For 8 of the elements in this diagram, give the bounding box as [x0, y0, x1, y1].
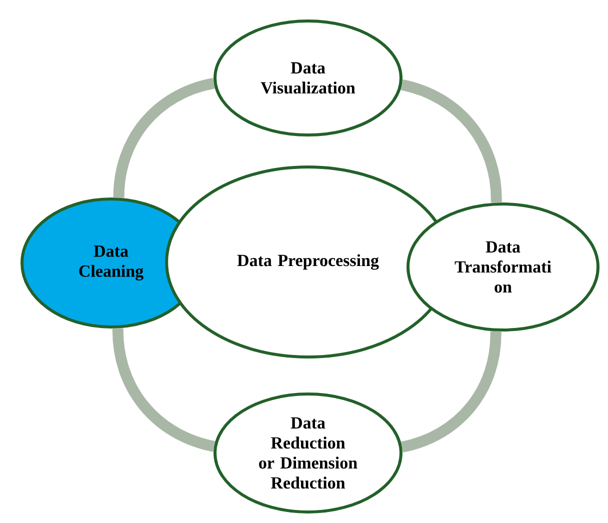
ellipse-node: Data Reduction or Dimension Reduction: [214, 392, 402, 514]
ring-arc: [400, 331, 502, 452]
ellipse-node: Data Transformati on: [406, 202, 600, 332]
ellipse-node: Data Visualization: [214, 20, 402, 136]
ring-arc: [400, 79, 502, 203]
ring-arc: [113, 78, 216, 198]
ring-arc: [112, 328, 216, 452]
node-label: Data Transformati on: [454, 241, 552, 293]
